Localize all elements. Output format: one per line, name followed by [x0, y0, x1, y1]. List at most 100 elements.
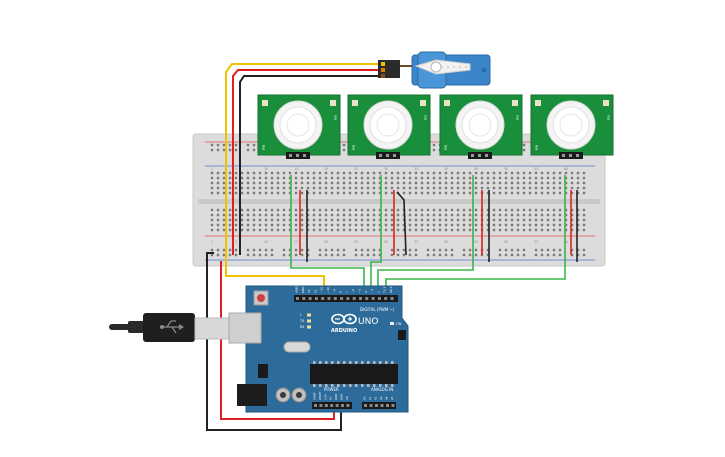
breadboard-hole[interactable] [468, 191, 472, 195]
breadboard-hole[interactable] [420, 213, 424, 217]
breadboard-hole[interactable] [534, 223, 538, 227]
breadboard-hole[interactable] [510, 171, 514, 175]
breadboard-hole[interactable] [342, 181, 346, 185]
breadboard-hole[interactable] [324, 228, 328, 232]
breadboard-hole[interactable] [372, 218, 376, 222]
breadboard-hole[interactable] [258, 186, 262, 190]
breadboard-hole[interactable] [258, 228, 262, 232]
breadboard-hole[interactable] [474, 191, 478, 195]
breadboard-hole[interactable] [270, 228, 274, 232]
breadboard-hole[interactable] [510, 191, 514, 195]
breadboard-hole[interactable] [222, 253, 226, 257]
breadboard-hole[interactable] [516, 181, 520, 185]
breadboard-hole[interactable] [462, 208, 466, 212]
breadboard-hole[interactable] [360, 223, 364, 227]
breadboard-hole[interactable] [288, 213, 292, 217]
arduino-usb-jack[interactable] [228, 312, 262, 344]
breadboard-hole[interactable] [330, 228, 334, 232]
breadboard-hole[interactable] [324, 176, 328, 180]
breadboard-hole[interactable] [210, 176, 214, 180]
breadboard-hole[interactable] [372, 191, 376, 195]
breadboard-hole[interactable] [582, 186, 586, 190]
breadboard-hole[interactable] [336, 208, 340, 212]
breadboard-hole[interactable] [330, 181, 334, 185]
breadboard-hole[interactable] [522, 143, 526, 147]
breadboard-hole[interactable] [378, 248, 382, 252]
breadboard-hole[interactable] [222, 186, 226, 190]
breadboard-hole[interactable] [288, 228, 292, 232]
breadboard-hole[interactable] [498, 186, 502, 190]
breadboard-hole[interactable] [216, 213, 220, 217]
breadboard-hole[interactable] [264, 208, 268, 212]
breadboard-hole[interactable] [366, 218, 370, 222]
breadboard-hole[interactable] [300, 213, 304, 217]
breadboard-hole[interactable] [564, 223, 568, 227]
breadboard-hole[interactable] [546, 181, 550, 185]
breadboard-hole[interactable] [414, 253, 418, 257]
breadboard-hole[interactable] [330, 186, 334, 190]
digital-pin[interactable] [321, 297, 325, 300]
breadboard-hole[interactable] [432, 171, 436, 175]
breadboard-hole[interactable] [252, 223, 256, 227]
breadboard-hole[interactable] [522, 218, 526, 222]
breadboard-hole[interactable] [264, 218, 268, 222]
breadboard-hole[interactable] [318, 248, 322, 252]
breadboard-hole[interactable] [486, 228, 490, 232]
breadboard-hole[interactable] [348, 186, 352, 190]
breadboard-hole[interactable] [390, 248, 394, 252]
pir-pot-sensitivity[interactable] [535, 100, 541, 106]
breadboard-hole[interactable] [246, 148, 250, 152]
breadboard-hole[interactable] [246, 191, 250, 195]
power-pins[interactable] [314, 404, 350, 407]
breadboard-hole[interactable] [216, 191, 220, 195]
breadboard-hole[interactable] [354, 176, 358, 180]
breadboard-hole[interactable] [348, 171, 352, 175]
breadboard-hole[interactable] [468, 181, 472, 185]
breadboard-hole[interactable] [420, 208, 424, 212]
breadboard-hole[interactable] [390, 181, 394, 185]
breadboard-hole[interactable] [432, 176, 436, 180]
breadboard-hole[interactable] [258, 191, 262, 195]
breadboard-hole[interactable] [252, 181, 256, 185]
breadboard-hole[interactable] [240, 213, 244, 217]
breadboard-hole[interactable] [510, 186, 514, 190]
breadboard-hole[interactable] [270, 186, 274, 190]
breadboard-hole[interactable] [216, 176, 220, 180]
breadboard-hole[interactable] [468, 171, 472, 175]
breadboard-hole[interactable] [360, 228, 364, 232]
breadboard-hole[interactable] [294, 208, 298, 212]
breadboard-hole[interactable] [246, 208, 250, 212]
breadboard-hole[interactable] [444, 208, 448, 212]
breadboard-hole[interactable] [408, 253, 412, 257]
breadboard-hole[interactable] [528, 208, 532, 212]
breadboard-hole[interactable] [228, 228, 232, 232]
breadboard-hole[interactable] [222, 213, 226, 217]
breadboard-hole[interactable] [498, 176, 502, 180]
breadboard-hole[interactable] [336, 248, 340, 252]
analog-header[interactable] [362, 402, 396, 409]
digital-pin[interactable] [327, 297, 331, 300]
breadboard-hole[interactable] [276, 176, 280, 180]
breadboard-hole[interactable] [216, 223, 220, 227]
breadboard-hole[interactable] [306, 253, 310, 257]
breadboard-hole[interactable] [288, 248, 292, 252]
breadboard-hole[interactable] [408, 176, 412, 180]
breadboard-hole[interactable] [468, 223, 472, 227]
digital-pin[interactable] [333, 297, 337, 300]
breadboard-hole[interactable] [342, 171, 346, 175]
breadboard-hole[interactable] [354, 186, 358, 190]
breadboard-hole[interactable] [486, 171, 490, 175]
breadboard-hole[interactable] [390, 228, 394, 232]
breadboard-hole[interactable] [528, 171, 532, 175]
breadboard-hole[interactable] [348, 191, 352, 195]
breadboard-hole[interactable] [282, 191, 286, 195]
breadboard-hole[interactable] [402, 176, 406, 180]
breadboard-hole[interactable] [564, 208, 568, 212]
pir-pin-vcc[interactable] [289, 154, 292, 157]
breadboard-hole[interactable] [426, 223, 430, 227]
digital-pin[interactable] [296, 297, 299, 300]
breadboard-hole[interactable] [528, 186, 532, 190]
breadboard-hole[interactable] [432, 191, 436, 195]
